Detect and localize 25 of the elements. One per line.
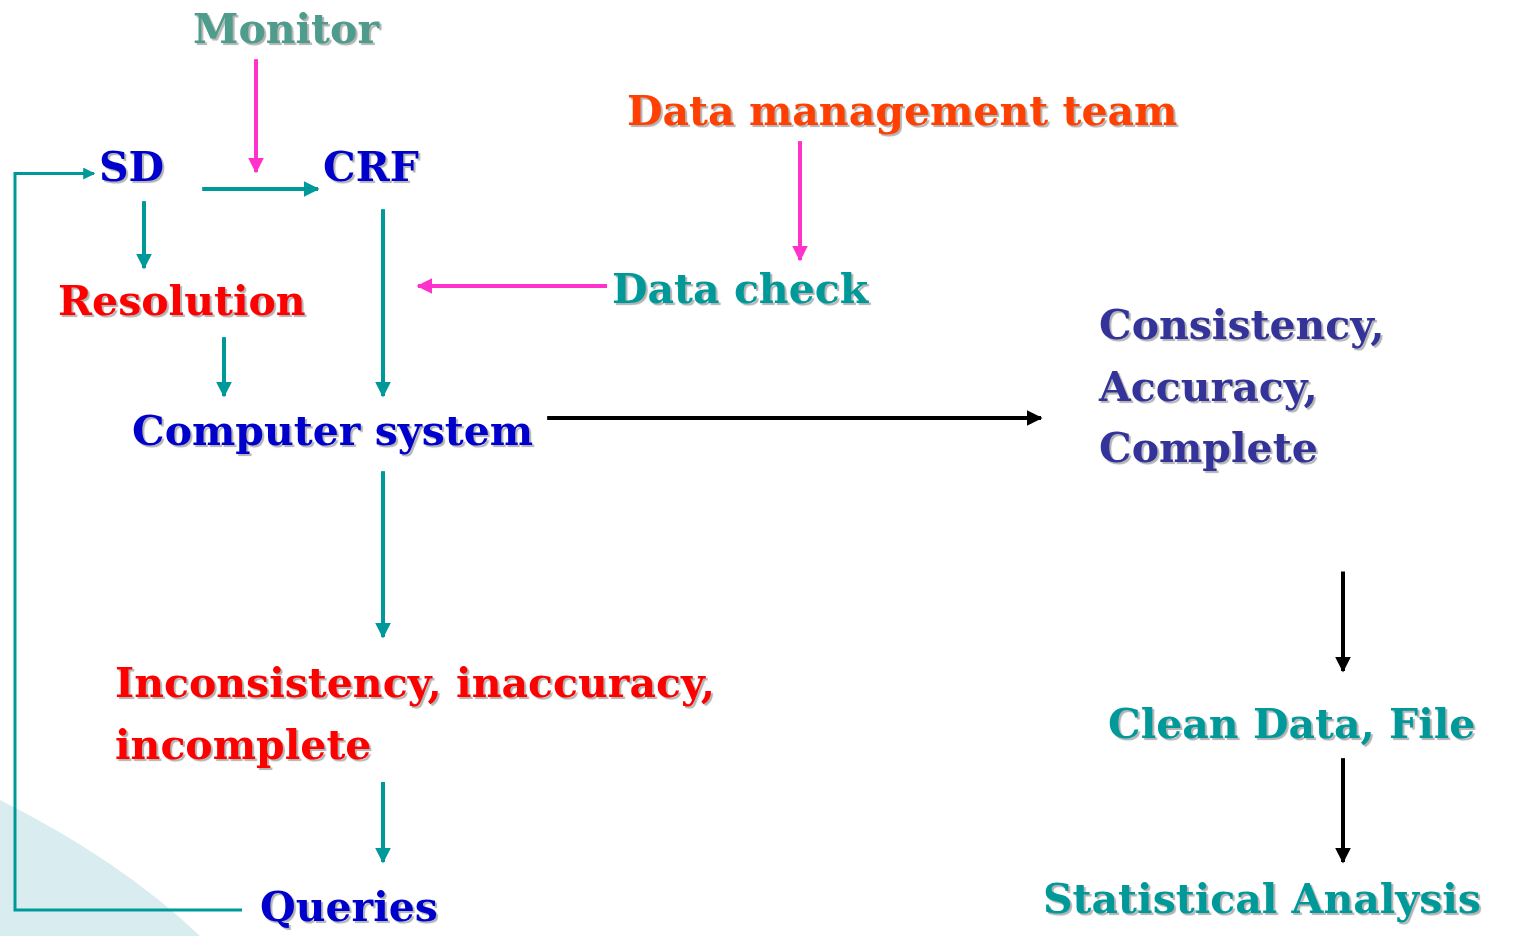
- arrow: [1335, 758, 1351, 864]
- arrow: [416, 278, 607, 294]
- node-label: Clean Data, File: [1108, 701, 1476, 749]
- arrow: [375, 471, 391, 639]
- arrow: [375, 782, 391, 864]
- arrow: [1335, 571, 1351, 673]
- arrow: [375, 209, 391, 398]
- arrow: [547, 410, 1043, 426]
- node-label: Monitor: [193, 6, 379, 54]
- arrow: [792, 141, 808, 262]
- node-label: Statistical Analysis: [1043, 876, 1481, 924]
- node-label: Data check: [612, 266, 869, 314]
- node-label: Resolution: [58, 278, 306, 326]
- arrow: [13, 167, 242, 912]
- node-label: Consistency, Accuracy, Complete: [1099, 295, 1385, 480]
- arrow: [248, 59, 264, 174]
- node-label: Data management team: [627, 88, 1178, 136]
- node-label: Computer system: [132, 408, 534, 456]
- node-label: CRF: [323, 144, 419, 192]
- node-label: SD: [99, 144, 165, 192]
- node-label: Queries: [260, 884, 438, 932]
- arrow: [136, 201, 152, 270]
- node-label: Inconsistency, inaccuracy, incomplete: [115, 653, 775, 776]
- arrow: [202, 181, 320, 197]
- arrow: [216, 337, 232, 398]
